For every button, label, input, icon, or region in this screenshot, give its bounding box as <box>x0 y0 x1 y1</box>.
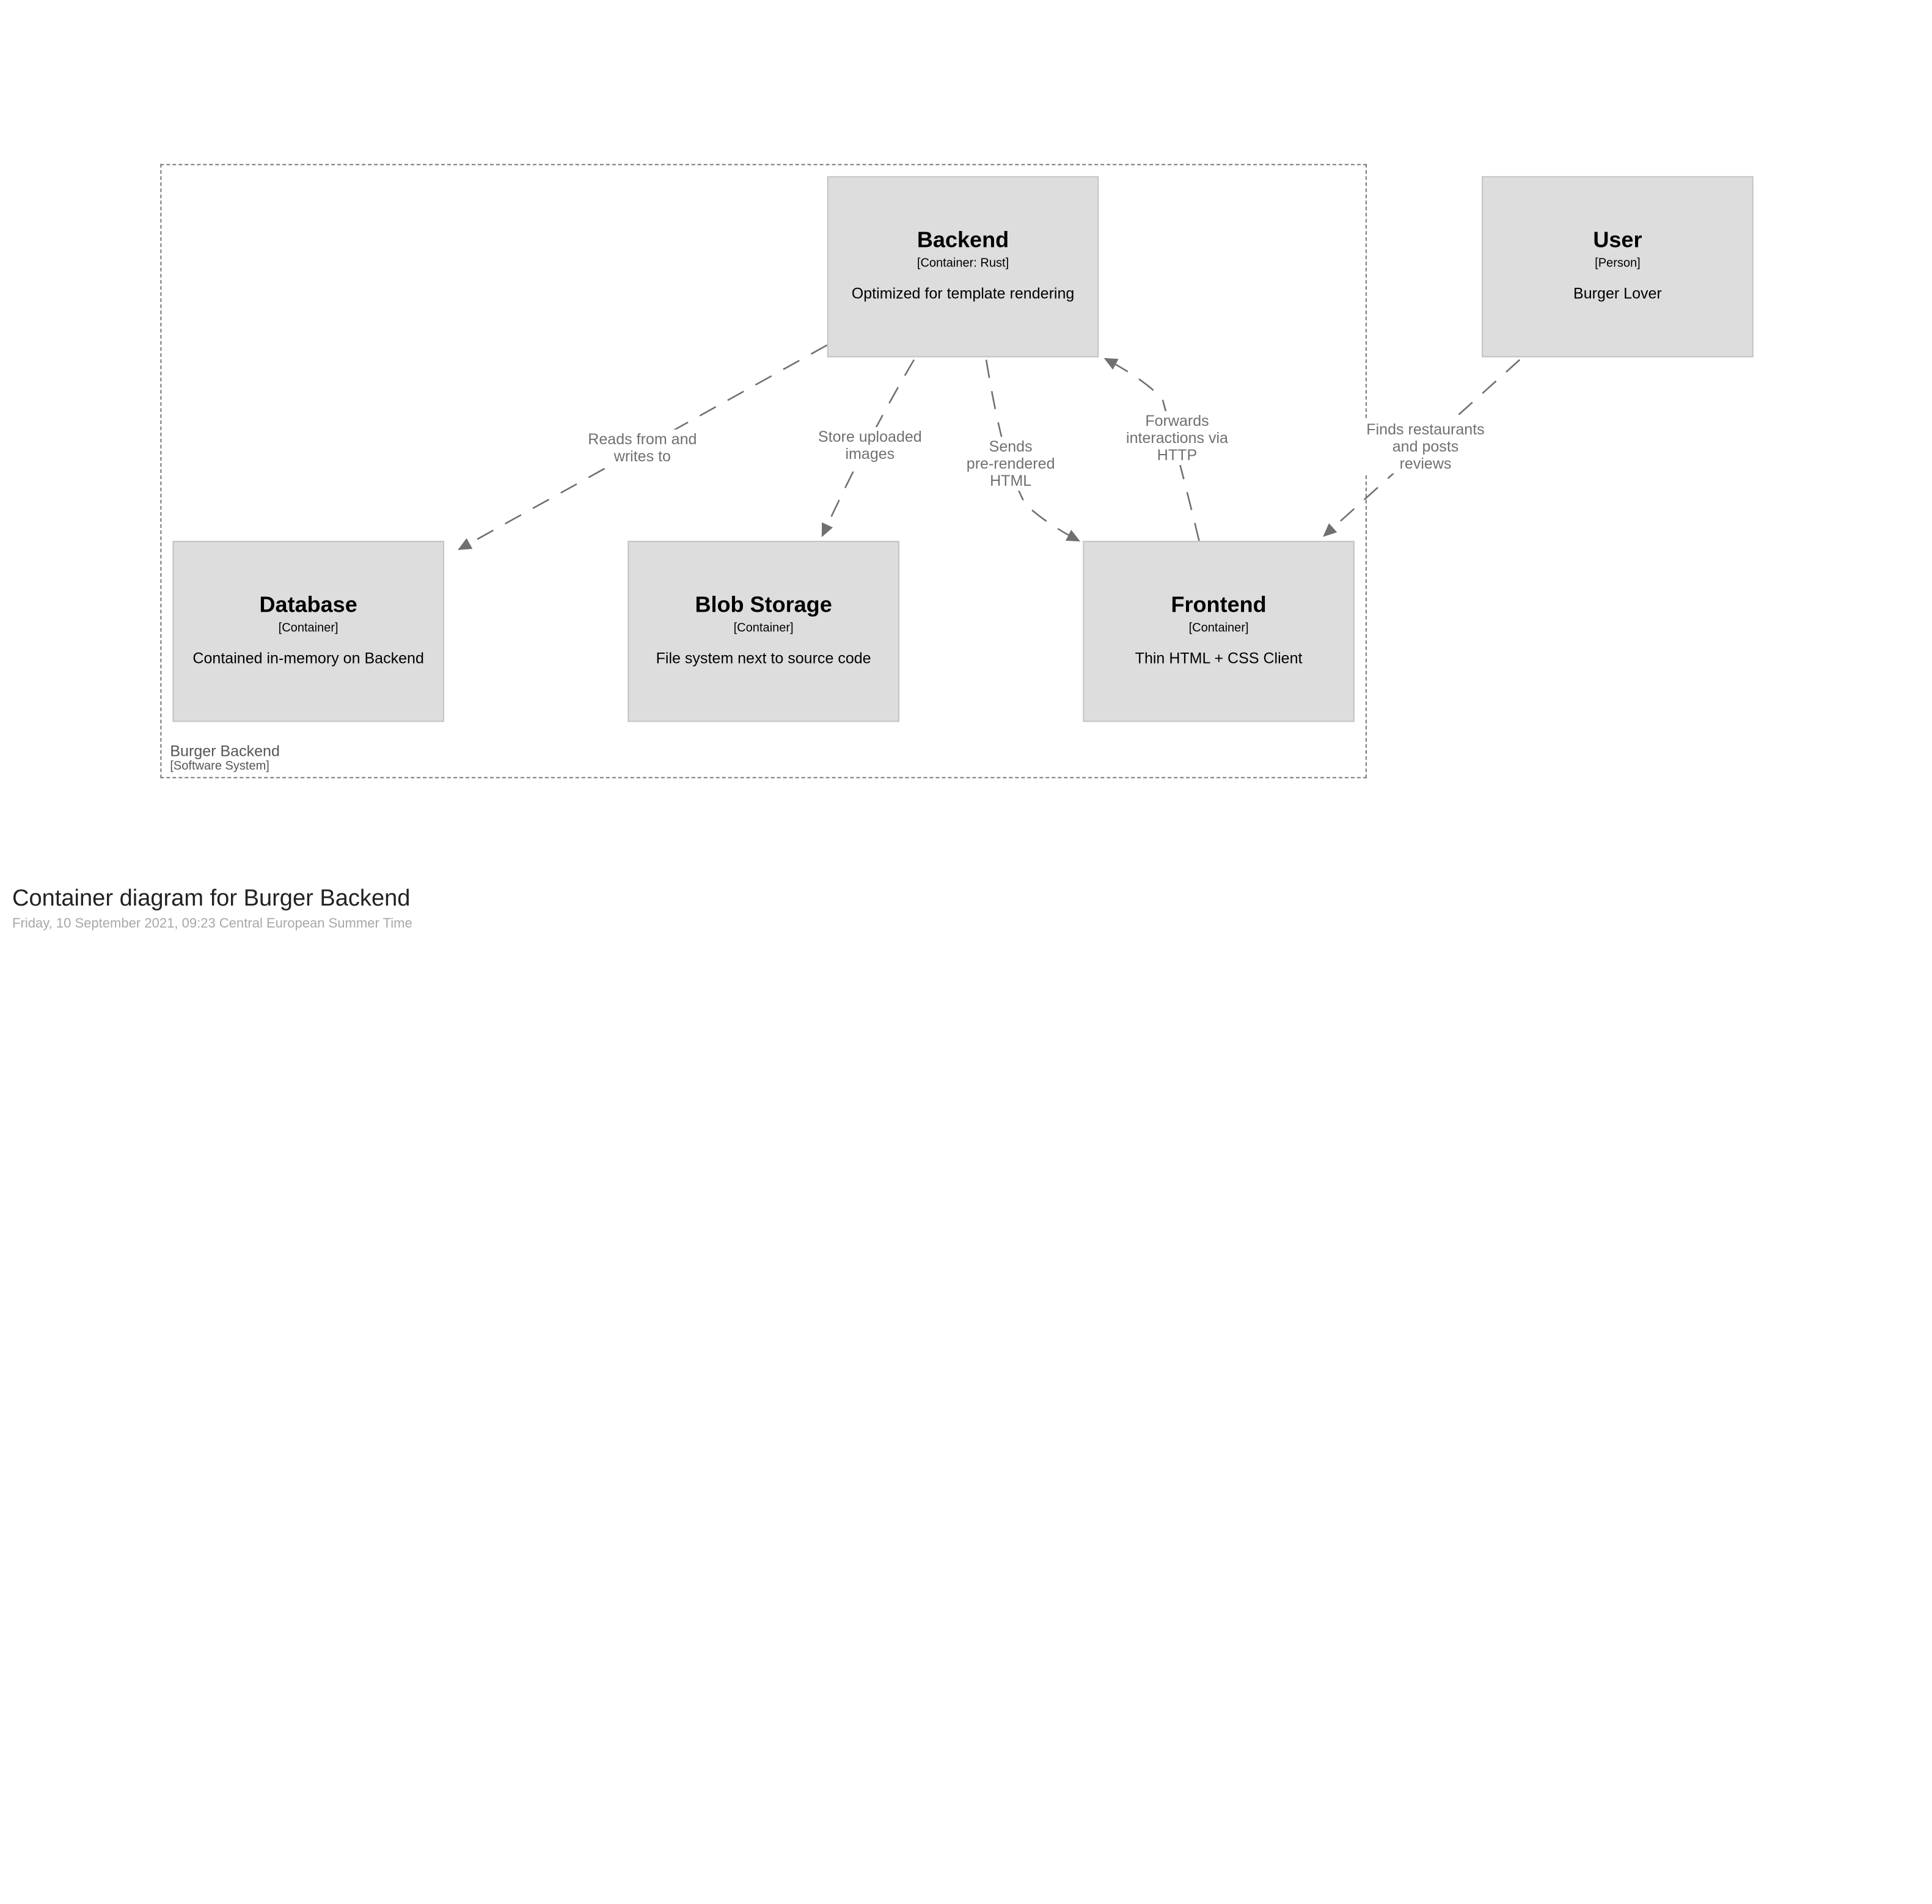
diagram-title: Container diagram for Burger Backend <box>12 885 411 912</box>
element-title: Frontend <box>1171 592 1267 617</box>
edge-label-backend-blob-storage: Store uploaded images <box>800 427 940 464</box>
edge-label-backend-frontend: Sends pre-rendered HTML <box>953 436 1069 491</box>
database-container: Database [Container] Contained in-memory… <box>172 541 444 722</box>
edge-backend-to-database <box>458 344 828 551</box>
element-title: Backend <box>917 227 1009 252</box>
user-person: User [Person] Burger Lover <box>1482 176 1754 357</box>
element-description: Optimized for template rendering <box>851 285 1075 302</box>
element-type: [Container] <box>733 621 794 635</box>
edge-backend-to-frontend <box>985 359 1081 542</box>
frontend-container: Frontend [Container] Thin HTML + CSS Cli… <box>1083 541 1355 722</box>
element-description: File system next to source code <box>656 650 871 667</box>
element-title: Database <box>259 592 357 617</box>
diagram-date: Friday, 10 September 2021, 09:23 Central… <box>12 916 412 931</box>
boundary-type: [Software System] <box>170 760 269 774</box>
element-description: Burger Lover <box>1573 285 1662 302</box>
element-type: [Container: Rust] <box>917 257 1009 271</box>
backend-container: Backend [Container: Rust] Optimized for … <box>827 176 1099 357</box>
boundary-name: Burger Backend <box>170 742 280 760</box>
edge-label-backend-database: Reads from and writes to <box>573 429 712 466</box>
element-title: User <box>1593 227 1642 252</box>
element-description: Contained in-memory on Backend <box>192 650 424 667</box>
element-type: [Person] <box>1595 257 1641 271</box>
blob-storage-container: Blob Storage [Container] File system nex… <box>628 541 899 722</box>
edge-label-user-frontend: Finds restaurants and posts reviews <box>1353 419 1498 474</box>
element-type: [Container] <box>278 621 338 635</box>
edge-label-frontend-backend: Forwards interactions via HTTP <box>1108 411 1246 465</box>
element-title: Blob Storage <box>695 592 832 617</box>
element-type: [Container] <box>1188 621 1249 635</box>
element-description: Thin HTML + CSS Client <box>1135 650 1303 667</box>
